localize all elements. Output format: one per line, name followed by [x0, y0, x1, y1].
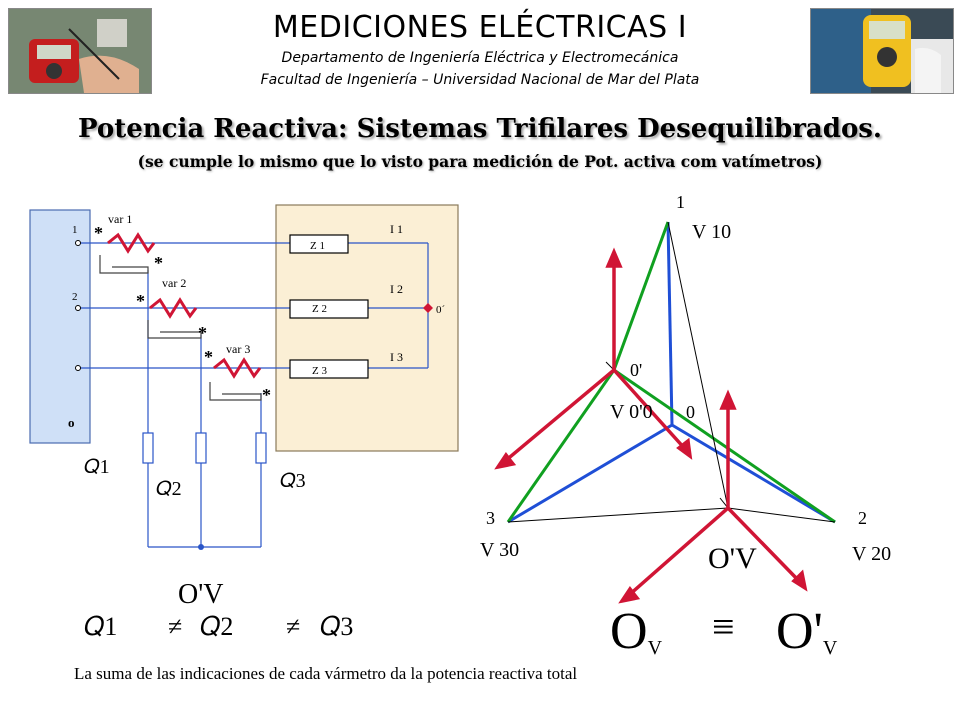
voltage-v10-label: V 10 [692, 221, 731, 243]
circuit-diagram: 1 2 o var 1 var 2 var 3 Z 1 Z 2 Z 3 I 1 … [29, 204, 459, 641]
reading-q3: 𝑄3 [320, 612, 353, 641]
multimeter-photo-right [810, 8, 954, 94]
current-label-2: I 2 [390, 282, 403, 296]
impedance-label-3: Z 3 [312, 365, 327, 377]
footer-note: La suma de las indicaciones de cada várm… [74, 664, 578, 683]
vertex-label-3: 3 [486, 508, 495, 528]
polarity-mark: * [154, 253, 163, 273]
source-neutral-label: 0 [686, 402, 695, 422]
impedance-label-2: Z 2 [312, 303, 327, 315]
virtual-neutral-label: O'V [708, 542, 757, 575]
polarity-mark: * [94, 223, 103, 243]
meter-label-1: var 1 [108, 212, 132, 226]
meter-label-2: var 2 [162, 276, 186, 290]
polarity-mark: * [198, 323, 207, 343]
terminal-label-o: o [68, 415, 75, 430]
load-neutral-label: 0' [630, 360, 642, 380]
virtual-neutral-right: O'V [776, 603, 838, 660]
identity-sign: ≡ [712, 604, 735, 649]
current-label-3: I 3 [390, 350, 403, 364]
terminal-label-1: 1 [72, 224, 78, 236]
polarity-mark: * [262, 385, 271, 405]
voltage-v00-label: V 0'0 [610, 401, 653, 423]
faculty-line: Facultad de Ingeniería – Universidad Nac… [260, 72, 700, 88]
multimeter-photo-left [8, 8, 152, 94]
virtual-neutral-label: O'V [178, 579, 224, 610]
course-title: MEDICIONES ELÉCTRICAS I [272, 10, 688, 45]
terminal-label-2: 2 [72, 291, 78, 303]
reading-q1: 𝑄1 [84, 612, 117, 641]
meter-label-3: var 3 [226, 342, 250, 356]
slide-subtitle: (se cumple lo mismo que lo visto para me… [137, 152, 823, 171]
reading-q2: 𝑄2 [200, 612, 233, 641]
load-neutral-label: 0´ [436, 304, 446, 316]
slide-title: Potencia Reactiva: Sistemas Trifilares D… [78, 114, 882, 144]
virtual-neutral-left: OV [610, 603, 663, 660]
current-label-1: I 1 [390, 222, 403, 236]
inequality-sign: ≠ [286, 612, 300, 641]
inequality-sign: ≠ [168, 612, 182, 641]
polarity-mark: * [204, 347, 213, 367]
vertex-label-1: 1 [676, 192, 685, 212]
department-line: Departamento de Ingeniería Eléctrica y E… [281, 50, 679, 66]
impedance-label-1: Z 1 [310, 240, 325, 252]
voltage-v30-label: V 30 [480, 539, 519, 561]
polarity-mark: * [136, 291, 145, 311]
vertex-label-2: 2 [858, 508, 867, 528]
reading-q2: 𝑄2 [156, 478, 182, 500]
reading-q1: 𝑄1 [84, 456, 110, 478]
voltage-v20-label: V 20 [852, 543, 891, 565]
reading-q3: 𝑄3 [280, 470, 306, 492]
phasor-diagram: 1 2 3 0' 0 V 10 V 20 V 30 V 0'0 O'V OV ≡… [480, 192, 891, 660]
